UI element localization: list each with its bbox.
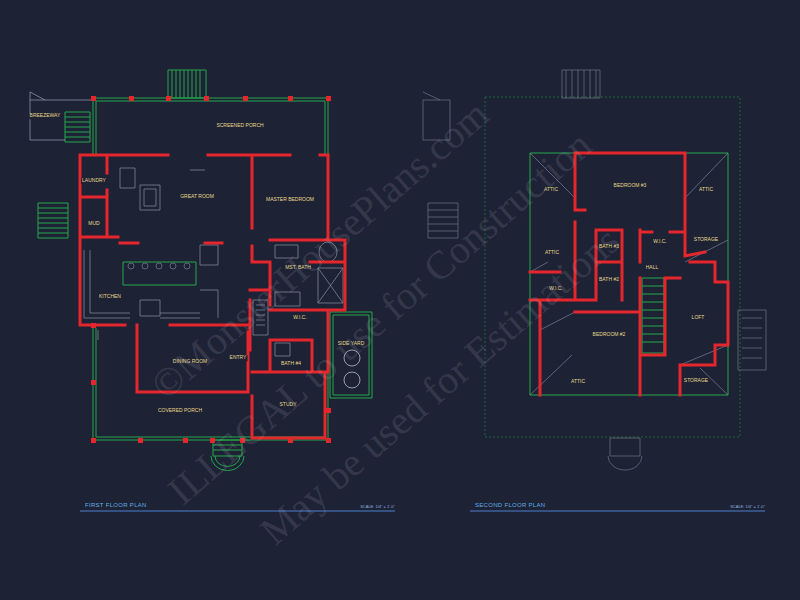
room-label: STORAGE (693, 237, 719, 243)
room-label: COVERED PORCH (157, 408, 203, 414)
scale-note: SCALE: 1/4" = 1'-0" (730, 505, 765, 509)
roof-outline (485, 97, 740, 437)
room-label: W.I.C. (652, 239, 668, 245)
title-underline (80, 511, 765, 512)
room-label: W.I.C. (292, 315, 308, 321)
room-label: MASTER BEDROOM (265, 197, 315, 203)
room-label: LAUNDRY (81, 178, 107, 184)
room-label: BATH #2 (598, 277, 620, 283)
room-label: BEDROOM #3 (613, 183, 648, 189)
room-label: ATTIC (570, 379, 586, 385)
plan-title: FIRST FLOOR PLAN (85, 502, 147, 509)
plan-title: SECOND FLOOR PLAN (475, 502, 545, 509)
room-label: ATTIC (698, 187, 714, 193)
room-label: MUD (87, 221, 100, 227)
stair-symbol (642, 278, 664, 353)
room-label: GREAT ROOM (179, 194, 215, 200)
room-label: BEDROOM #2 (592, 332, 627, 338)
room-label: LOFT (691, 315, 706, 321)
island-stools (128, 263, 190, 269)
kitchen-island (123, 262, 196, 285)
room-label: BREEZEWAY (29, 113, 62, 119)
room-label: SCREENED PORCH (215, 123, 264, 129)
room-label: HALL (645, 265, 660, 271)
room-label: STORAGE (683, 378, 709, 384)
scale-note: SCALE: 1/4" = 1'-0" (360, 505, 395, 509)
room-label: KITCHEN (98, 294, 122, 300)
stair-symbol (38, 70, 244, 470)
